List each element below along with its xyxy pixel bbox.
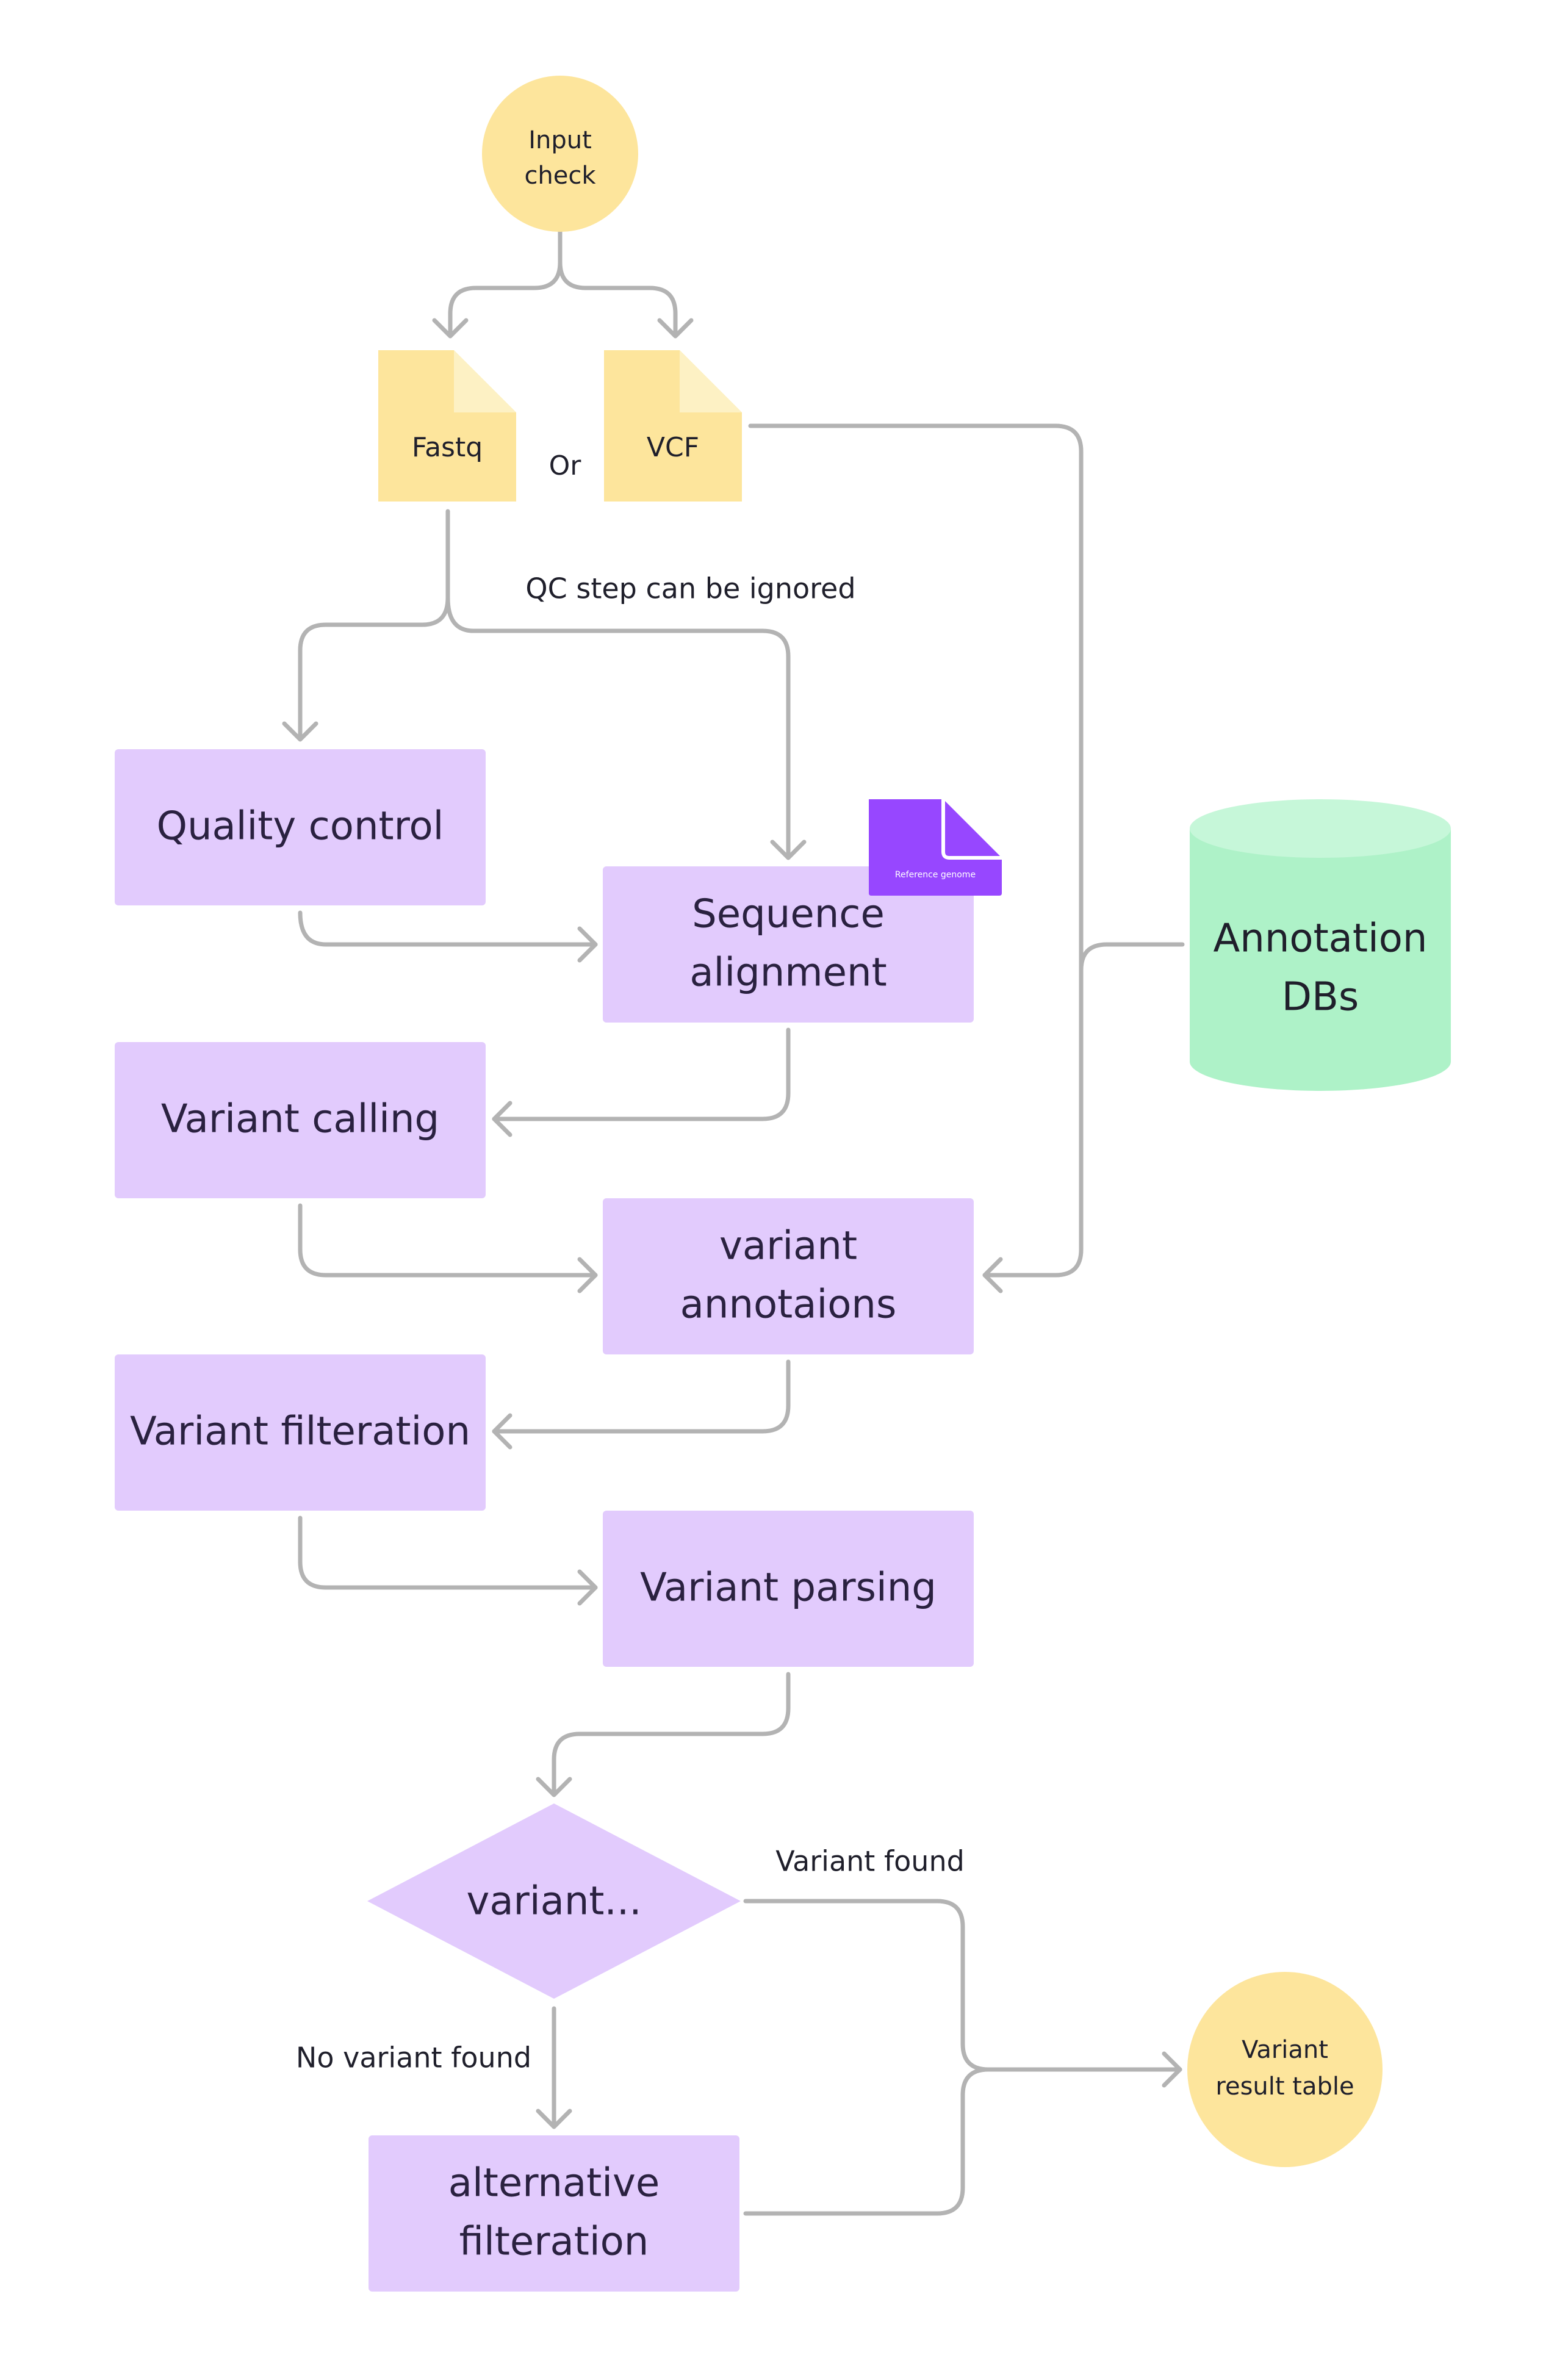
edge-calling-to-annotations xyxy=(298,1203,598,1293)
edge-vcf-to-annotations xyxy=(748,423,1084,1293)
variant-annotations-line2: annotaions xyxy=(680,1282,897,1328)
vcf-file-node[interactable]: VCF xyxy=(604,350,742,502)
variant-calling-node[interactable]: Variant calling xyxy=(115,1042,486,1198)
variant-result-table-line2: result table xyxy=(1215,2073,1354,2101)
input-check-line1: Input xyxy=(528,126,592,154)
edge-decision-to-alternative xyxy=(536,2006,572,2129)
variant-decision-label: variant... xyxy=(466,1879,641,1924)
input-check-node[interactable]: Input check xyxy=(482,76,638,232)
edge-annotations-to-filteration xyxy=(492,1359,791,1450)
edge-annotationdb-to-trunk xyxy=(1079,942,1185,973)
variant-filteration-node[interactable]: Variant filteration xyxy=(115,1354,486,1511)
variant-filteration-label: Variant filteration xyxy=(130,1409,470,1454)
variant-result-table-line1: Variant xyxy=(1242,2036,1328,2064)
alternative-filteration-node[interactable]: alternative filteration xyxy=(369,2135,739,2292)
qc-ignore-note: QC step can be ignored xyxy=(525,572,855,605)
annotation-dbs-line1: Annotation xyxy=(1214,916,1428,962)
sequence-alignment-line1: Sequence xyxy=(692,892,885,937)
sequence-alignment-node[interactable]: Sequence alignment xyxy=(603,866,974,1023)
alternative-filteration-line2: filteration xyxy=(459,2220,649,2265)
variant-result-table-node[interactable]: Variant result table xyxy=(1187,1972,1383,2167)
variant-annotations-line1: variant xyxy=(719,1224,857,1269)
variant-annotations-node[interactable]: variant annotaions xyxy=(603,1198,974,1354)
annotation-dbs-node[interactable]: Annotation DBs xyxy=(1190,799,1451,1091)
annotation-dbs-line2: DBs xyxy=(1282,975,1359,1020)
quality-control-label: Quality control xyxy=(157,804,444,849)
edge-alternative-to-result xyxy=(743,2067,991,2216)
sequence-alignment-line2: alignment xyxy=(689,951,886,996)
no-variant-found-label: No variant found xyxy=(296,2041,531,2074)
edge-decision-to-result xyxy=(743,1899,1182,2088)
edge-parsing-to-decision xyxy=(536,1672,791,1797)
edge-qc-to-alignment xyxy=(298,910,598,963)
fastq-label: Fastq xyxy=(412,432,483,463)
edge-input-to-files xyxy=(432,229,694,339)
alternative-filteration-line1: alternative xyxy=(448,2161,660,2206)
variant-calling-label: Variant calling xyxy=(161,1097,439,1142)
reference-genome-label: Reference genome xyxy=(895,870,976,880)
variant-parsing-label: Variant parsing xyxy=(640,1566,937,1611)
variant-decision-node[interactable]: variant... xyxy=(367,1803,741,1999)
input-check-line2: check xyxy=(524,162,596,190)
vcf-label: VCF xyxy=(647,432,699,463)
edge-fastq-split xyxy=(282,509,807,860)
edge-filteration-to-parsing xyxy=(298,1516,598,1606)
or-label: Or xyxy=(549,450,582,481)
fastq-file-node[interactable]: Fastq xyxy=(378,350,516,502)
variant-parsing-node[interactable]: Variant parsing xyxy=(603,1511,974,1667)
reference-genome-node[interactable]: Reference genome xyxy=(869,799,1002,896)
variant-found-label: Variant found xyxy=(775,1845,965,1878)
quality-control-node[interactable]: Quality control xyxy=(115,749,486,905)
edge-alignment-to-calling xyxy=(492,1027,791,1137)
